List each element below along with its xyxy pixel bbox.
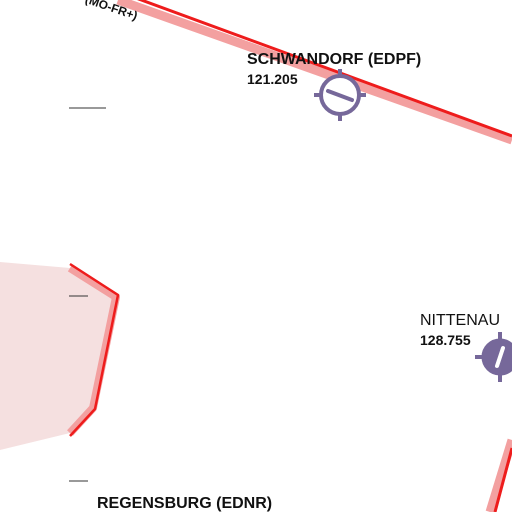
airfield-grass-icon[interactable] [475,332,512,382]
airfield-frequency-schwandorf: 121.205 [247,71,298,87]
airspace-boundary-bottom-right [485,438,512,512]
airfield-name-nittenau: NITTENAU [420,312,500,329]
grid-ticks [69,107,106,482]
airspace-boundary-top [116,0,512,145]
airfield-grass-icon[interactable] [314,69,366,121]
airfield-name-regensburg: REGENSBURG (EDNR) [97,495,273,512]
airfield-name-schwandorf: SCHWANDORF (EDPF) [247,51,422,68]
airspace-polygon-left [0,262,120,450]
airfield-frequency-nittenau: 128.755 [420,332,471,348]
